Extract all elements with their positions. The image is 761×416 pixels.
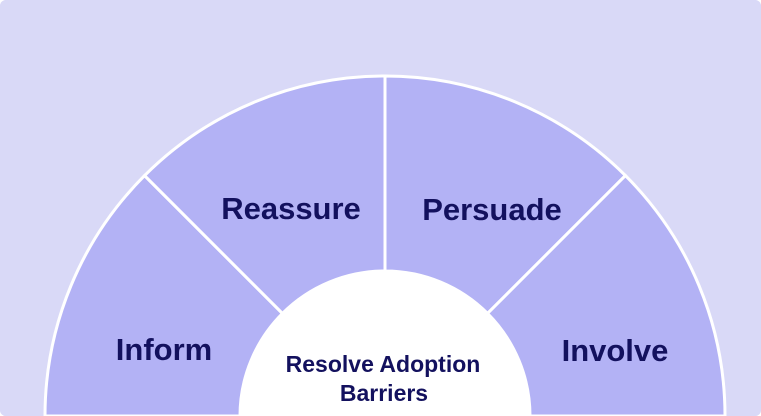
segment-label-reassure: Reassure xyxy=(221,191,361,226)
center-hub xyxy=(240,271,530,416)
center-label-line1: Resolve Adoption xyxy=(286,351,481,377)
segment-label-involve: Involve xyxy=(562,333,669,368)
center-label-line2: Barriers xyxy=(340,380,428,406)
segment-label-inform: Inform xyxy=(116,332,212,367)
segment-label-persuade: Persuade xyxy=(422,192,562,227)
